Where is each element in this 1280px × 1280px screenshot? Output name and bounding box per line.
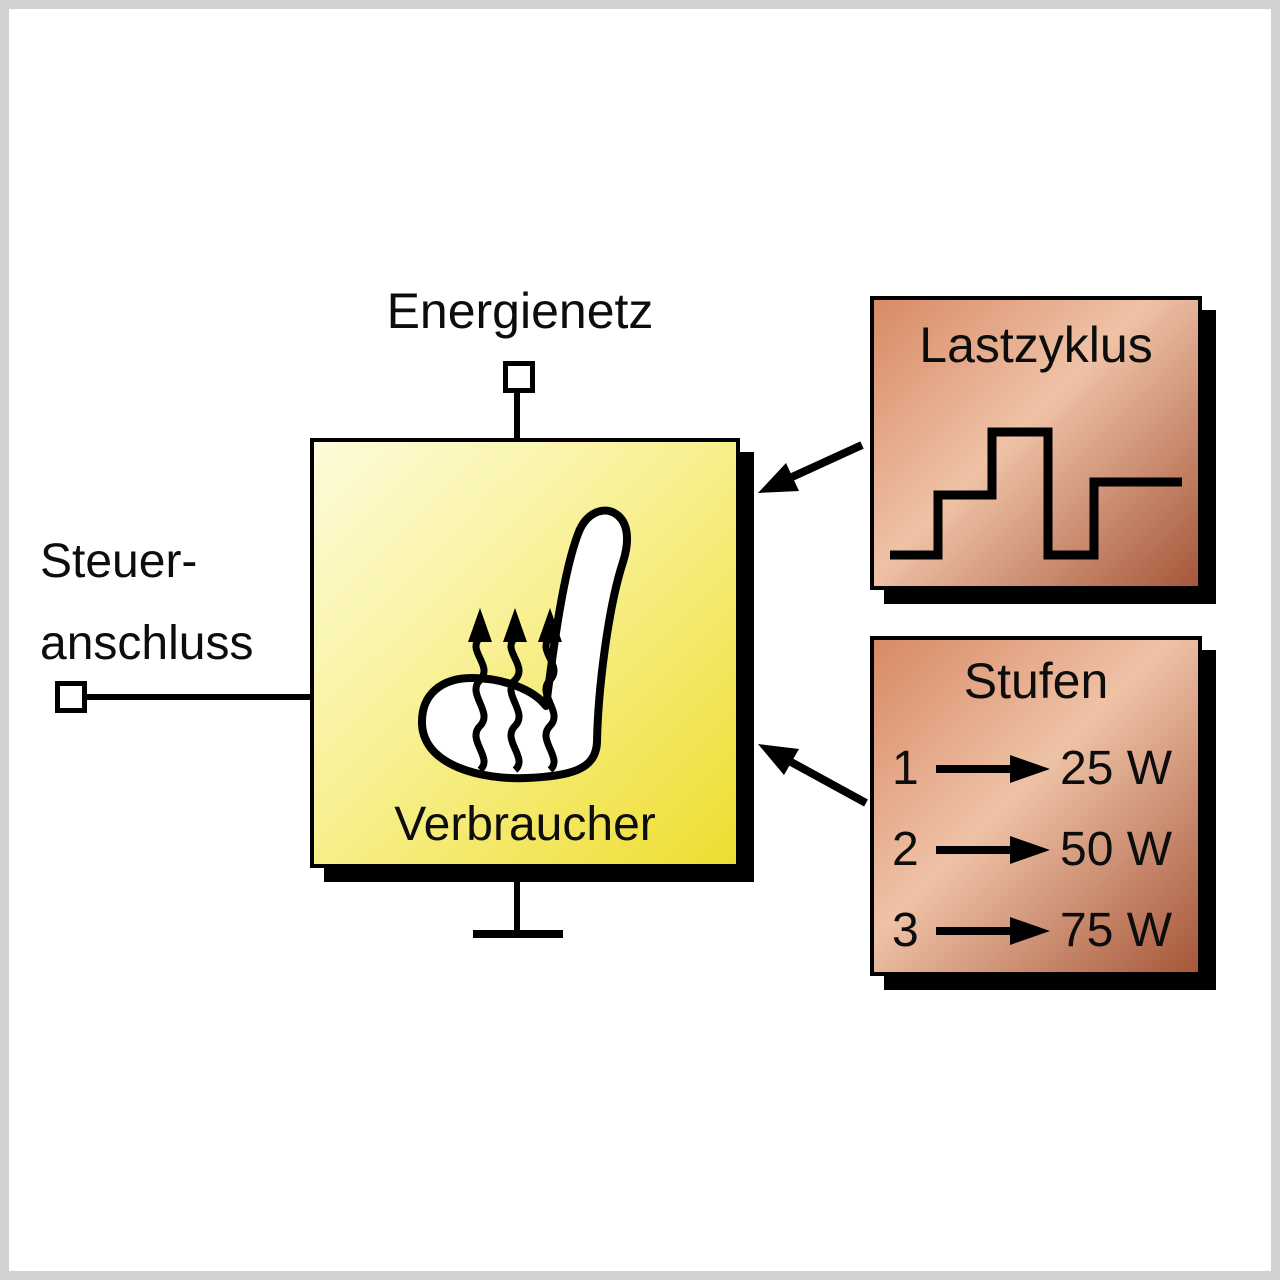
energienetz-label: Energienetz: [386, 283, 654, 339]
stufen-row-2: 2 50 W: [892, 809, 1192, 890]
steueranschluss-connector-line: [87, 694, 311, 700]
arrow-lastzyklus-to-verbraucher: [758, 441, 864, 493]
stufen-row-1: 1 25 W: [892, 728, 1192, 809]
level-arrow-icon: [936, 754, 1050, 783]
arrow-stufen-to-verbraucher: [758, 744, 868, 807]
seat-outline: [417, 506, 632, 783]
stufen-box: Stufen 1 25 W 2 50 W 3 75 W: [870, 636, 1202, 976]
level-arrow-icon: [936, 835, 1050, 864]
energienetz-connector-line: [514, 393, 520, 439]
heat-waves-icon: [472, 635, 558, 773]
level-power: 75 W: [1060, 904, 1173, 957]
level-power: 25 W: [1060, 742, 1173, 795]
level-power: 50 W: [1060, 823, 1173, 876]
ground-symbol-bar: [473, 930, 563, 938]
level-number: 2: [892, 823, 919, 876]
lastzyklus-title: Lastzyklus: [919, 317, 1153, 373]
steueranschluss-label-line1: Steuer-: [40, 535, 198, 588]
stufen-rows: 1 25 W 2 50 W 3 75 W: [892, 728, 1192, 971]
energienetz-connector-square: [503, 361, 535, 393]
stufen-row-3: 3 75 W: [892, 890, 1192, 971]
heated-seat-icon: [417, 506, 632, 783]
verbraucher-box: Verbraucher: [310, 438, 740, 868]
steueranschluss-label-line2: anschluss: [40, 617, 254, 670]
stufen-title: Stufen: [963, 653, 1109, 709]
verbraucher-label: Verbraucher: [394, 798, 656, 851]
load-cycle-waveform-icon: [890, 427, 1182, 560]
level-arrow-icon: [936, 916, 1050, 945]
lastzyklus-box: Lastzyklus: [870, 296, 1202, 590]
ground-connector-line: [514, 868, 520, 934]
level-number: 1: [892, 742, 919, 795]
heat-wave-arrowheads: [468, 608, 562, 642]
level-number: 3: [892, 904, 919, 957]
steueranschluss-connector-square: [55, 681, 87, 713]
